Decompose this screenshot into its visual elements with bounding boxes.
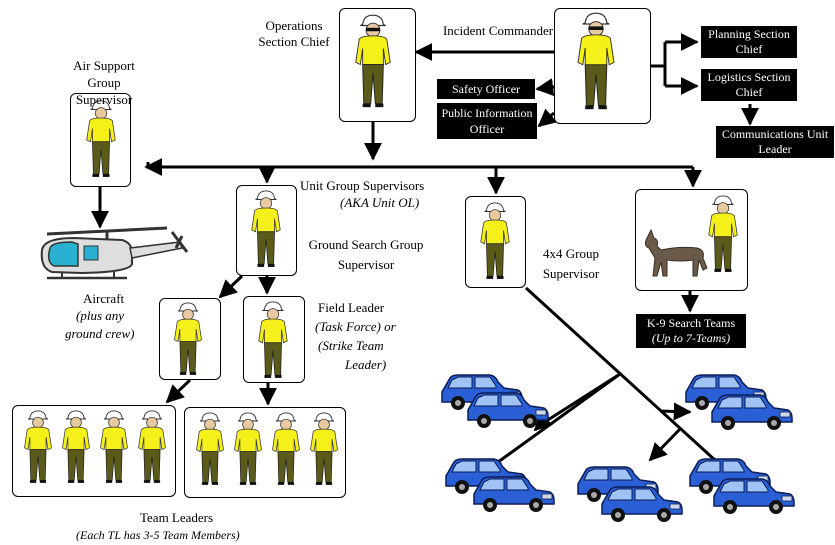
vehicle-icon <box>601 486 683 522</box>
person-icon <box>310 412 338 485</box>
unit-group-aka-label: (AKA Unit OL) <box>340 195 420 210</box>
unit-group-supervisors-label: Unit Group Supervisors <box>300 178 425 193</box>
person-icon <box>86 100 116 177</box>
person-icon <box>480 202 510 279</box>
vehicle-icon <box>713 478 795 514</box>
communications-leader-label: Communications Unit Leader <box>716 126 834 158</box>
vehicle-icon <box>711 394 793 430</box>
fourx4-label: 4x4 Group Supervisor <box>542 246 600 281</box>
field-leader-note2: (Strike Team <box>318 338 384 353</box>
dog-icon <box>644 228 708 277</box>
person-icon <box>708 195 738 272</box>
vehicle-icon <box>467 392 549 428</box>
person-icon <box>258 301 288 378</box>
public-info-officer-label: Public Information Officer <box>437 103 537 139</box>
person-icon <box>355 14 391 108</box>
person-icon <box>174 302 202 375</box>
person-icon <box>251 190 281 267</box>
team-leaders-note: (Each TL has 3-5 Team Members) <box>76 528 240 542</box>
person-icon <box>577 12 615 110</box>
vehicle-icon <box>473 476 555 512</box>
logistics-chief-label: Logistics Section Chief <box>701 69 797 101</box>
field-leader-note1: (Task Force) or <box>315 319 396 334</box>
ground-search-label: Ground Search Group Supervisor <box>308 237 424 272</box>
incident-commander-label: Incident Commander <box>442 23 554 38</box>
k9-teams-title: K-9 Search Teams <box>646 316 736 330</box>
aircraft-note1: (plus any <box>76 308 125 323</box>
aircraft-note2: ground crew) <box>65 326 135 341</box>
aircraft-label: Aircraft <box>83 291 125 306</box>
person-icon <box>24 410 52 483</box>
person-icon <box>234 412 262 485</box>
person-icon <box>100 410 128 483</box>
helicopter-icon <box>40 226 189 280</box>
field-leader-label: Field Leader <box>318 300 385 315</box>
person-icon <box>272 412 300 485</box>
planning-chief-label: Planning Section Chief <box>701 26 797 58</box>
air-support-label: Air Support Group Supervisor <box>73 58 135 107</box>
operations-chief-label: Operations Section Chief <box>258 18 330 49</box>
person-icon <box>138 410 166 483</box>
k9-teams-label: K-9 Search Teams (Up to 7-Teams) <box>636 314 746 348</box>
person-icon <box>196 412 224 485</box>
team-leaders-label: Team Leaders <box>140 510 214 525</box>
safety-officer-label: Safety Officer <box>437 79 535 99</box>
field-leader-note3: Leader) <box>345 357 387 372</box>
k9-teams-note: (Up to 7-Teams) <box>651 331 731 345</box>
person-icon <box>62 410 90 483</box>
